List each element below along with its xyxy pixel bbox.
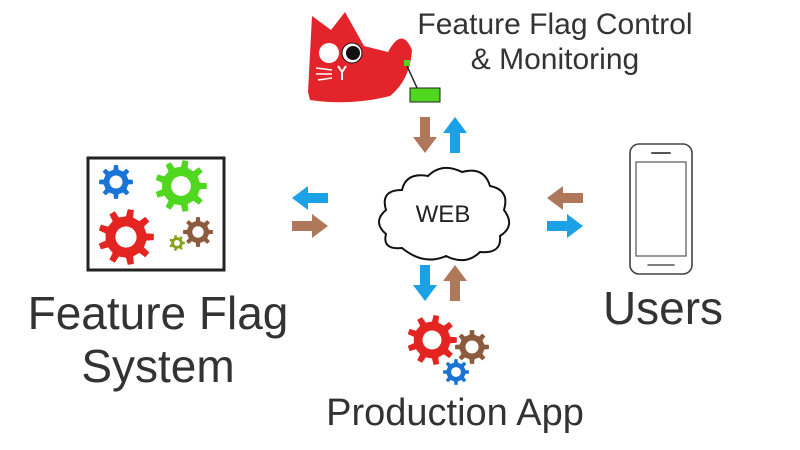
system-label-line2: System	[81, 339, 235, 392]
users-label: Users	[602, 282, 724, 334]
cat-mascot-icon	[308, 12, 441, 103]
app-gear-blue-hole	[451, 367, 461, 377]
gear-green-large-hole	[171, 176, 191, 196]
feature-flag-system-label: Feature Flag System	[18, 287, 298, 393]
cat-pupil	[346, 46, 360, 60]
cat-eye-left	[319, 43, 339, 63]
flag-rect	[409, 87, 441, 103]
gear-olive-tiny-hole	[174, 240, 180, 246]
cat-whiskers	[315, 67, 333, 81]
cloud-icon: WEB	[378, 166, 511, 262]
gears-icon	[98, 160, 213, 265]
web-label: WEB	[416, 201, 471, 228]
app-gear-blue	[443, 359, 469, 385]
smartphone-icon	[629, 143, 693, 275]
app-gear-brown-hole	[465, 340, 479, 354]
app-gear-red	[407, 315, 457, 365]
app-gear-red-hole	[422, 330, 442, 350]
gear-olive-tiny	[169, 235, 185, 251]
cat-mouth	[337, 65, 347, 80]
control-label-line2: & Monitoring	[470, 42, 640, 76]
system-label-line1: Feature Flag	[27, 287, 289, 339]
gear-blue-small	[99, 165, 133, 199]
gear-red-large-hole	[115, 226, 137, 248]
arrow-up-blue-top	[443, 117, 467, 153]
arrow-right-brown-left	[292, 214, 328, 238]
arrow-down-blue-bottom	[413, 265, 437, 301]
phone-screen	[635, 161, 687, 257]
gear-red-large	[98, 209, 154, 265]
arrow-down-brown-top	[413, 117, 437, 153]
production-app-label: Production App	[326, 392, 584, 434]
gear-blue-small-hole	[109, 175, 123, 189]
flag-line	[406, 65, 419, 91]
arrow-left-blue-left	[292, 186, 328, 210]
arrow-up-brown-bottom	[443, 265, 467, 301]
gears-panel	[86, 156, 226, 272]
cat-paw-flag	[404, 60, 410, 66]
control-monitoring-label: Feature Flag Control & Monitoring	[405, 8, 705, 77]
gear-brown-small	[183, 217, 213, 247]
cloud-shape	[378, 166, 511, 262]
control-label-line1: Feature Flag Control	[417, 8, 693, 41]
app-gears-icon	[407, 315, 489, 385]
arrow-right-blue-right	[547, 214, 583, 238]
arrow-left-brown-right	[547, 186, 583, 210]
gear-brown-small-hole	[192, 226, 204, 238]
app-gear-brown	[455, 330, 489, 364]
gear-green-large	[155, 160, 207, 212]
